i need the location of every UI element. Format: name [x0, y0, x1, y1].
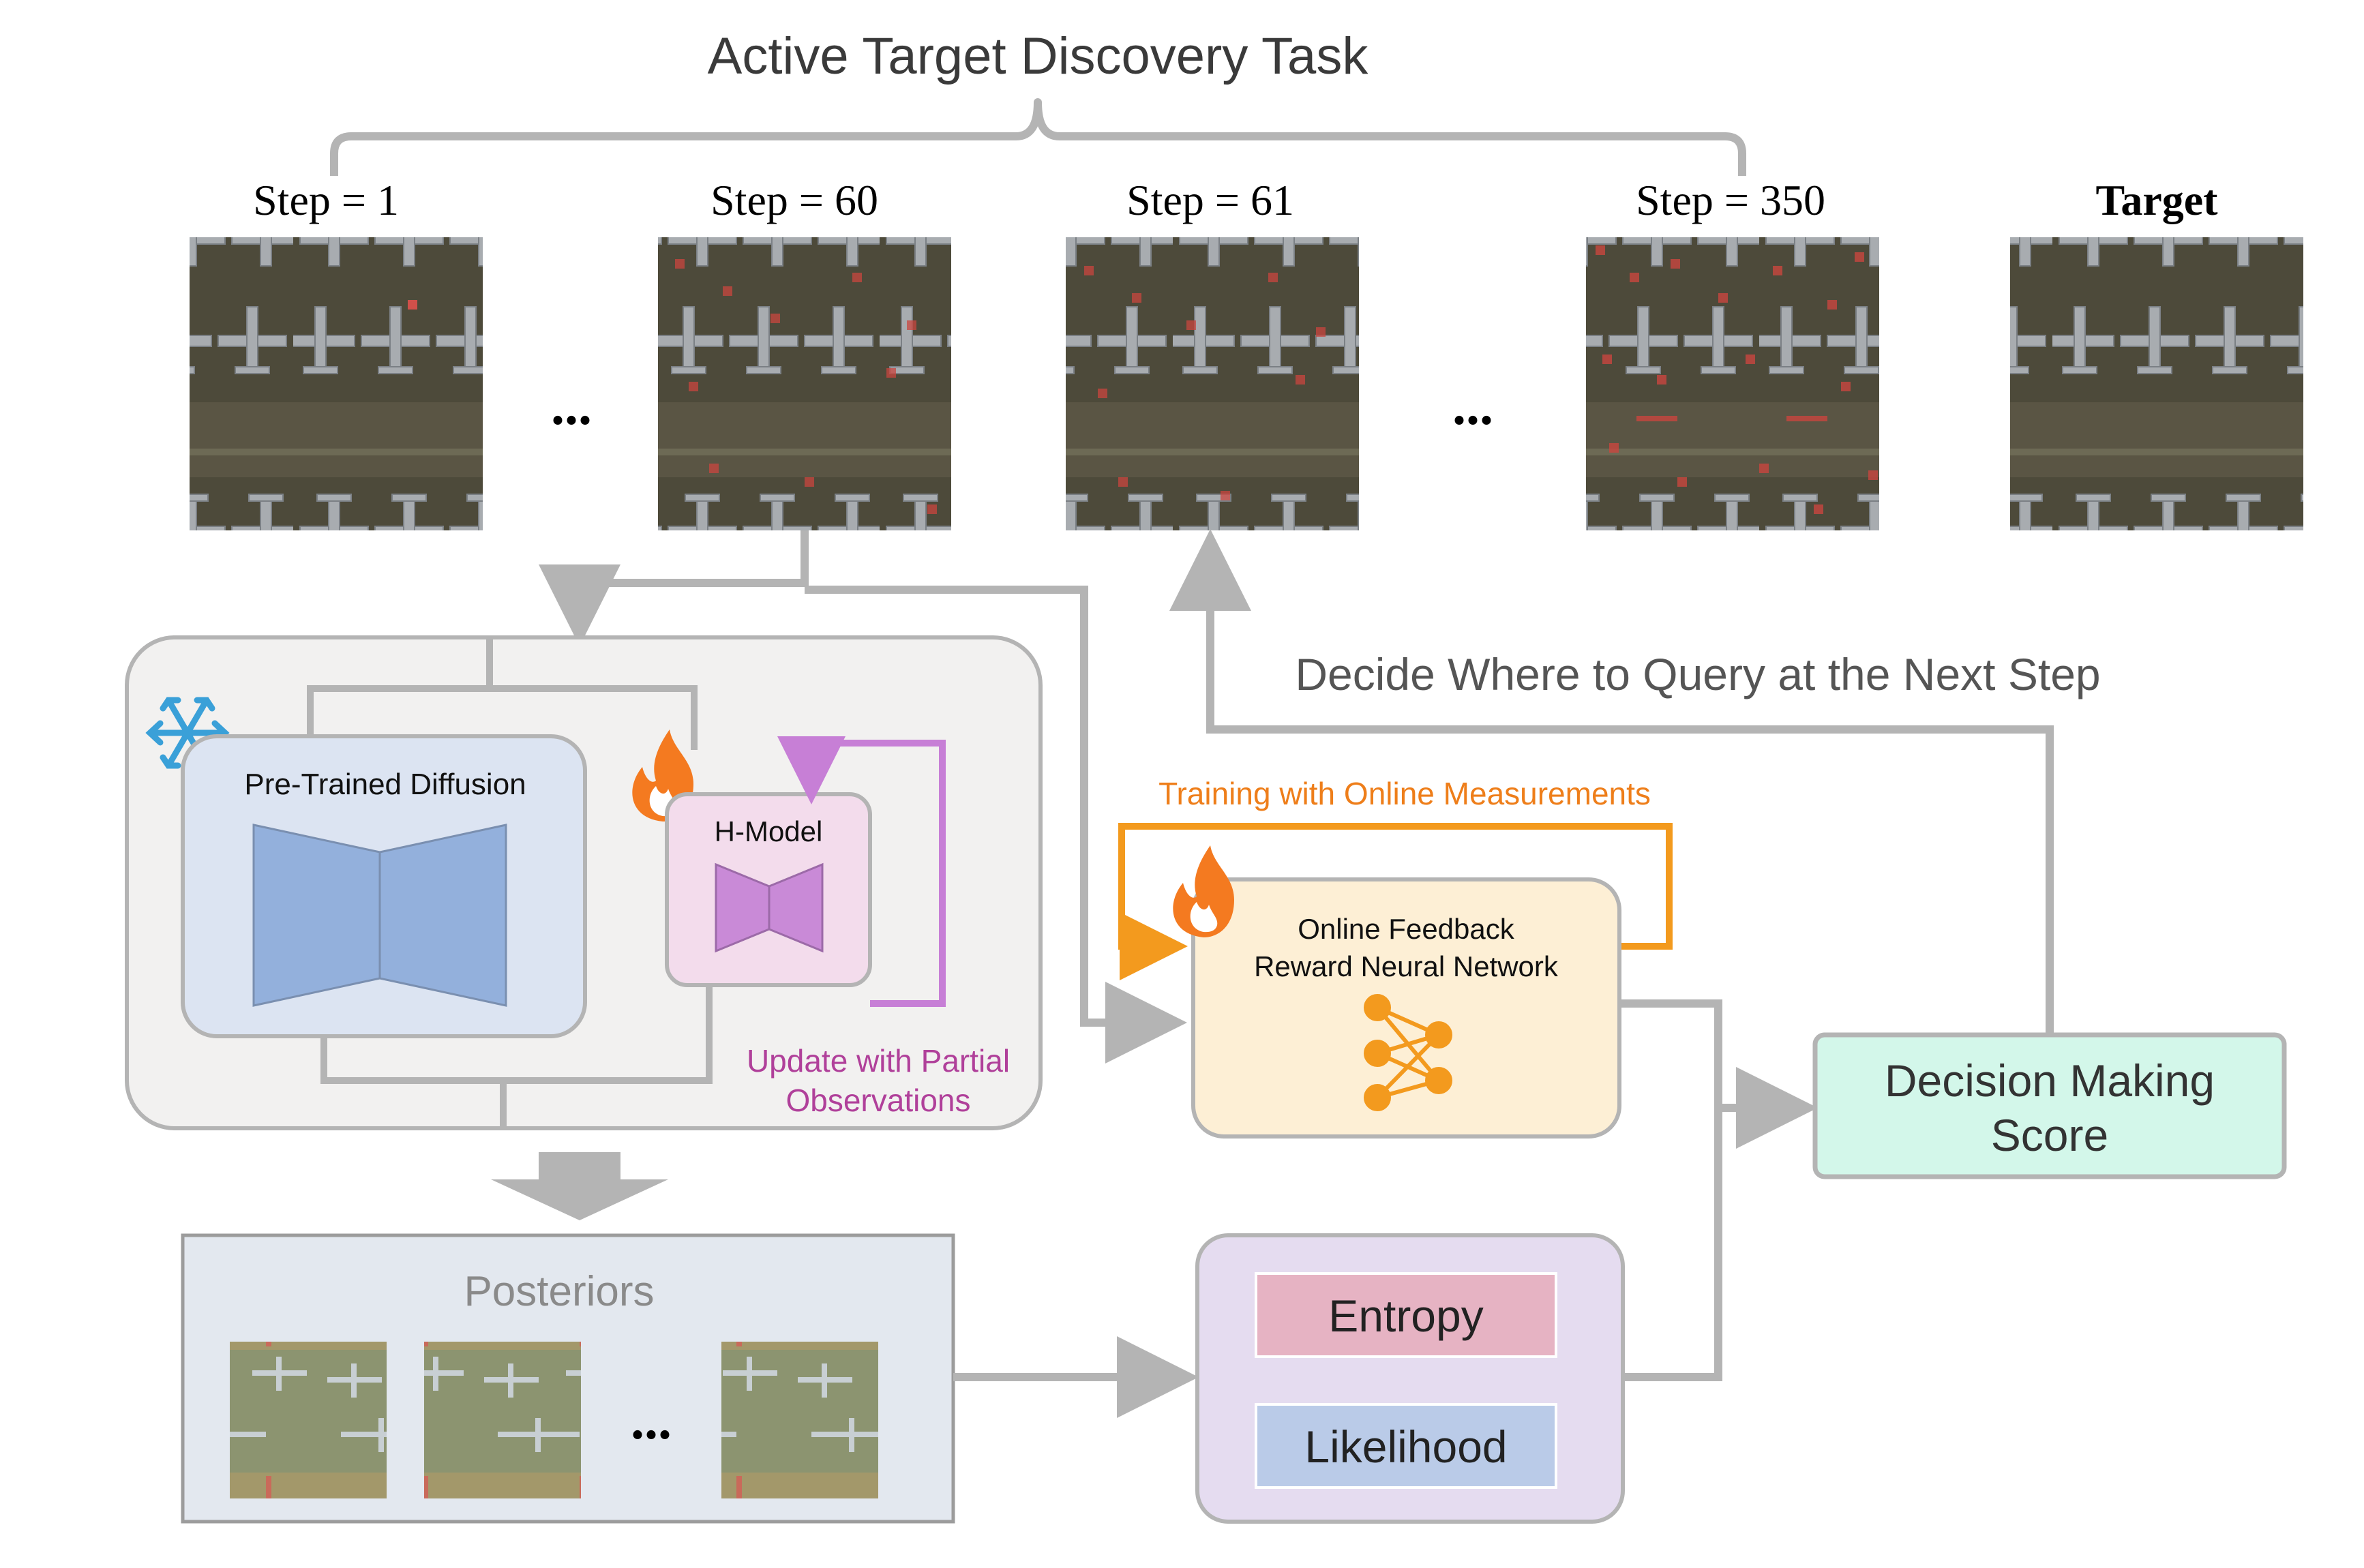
reward-box: [1191, 877, 1621, 1139]
posterior-image-3: [721, 1342, 878, 1498]
title-brace: [330, 98, 1746, 176]
step-image-350: [1586, 237, 1879, 530]
step-image-61: [1066, 237, 1359, 530]
posterior-image-1: [230, 1342, 387, 1498]
step-label-350: Step = 350: [1636, 176, 1825, 224]
posteriors-label: Posteriors: [464, 1268, 654, 1315]
update-label-line2: Observations: [785, 1083, 970, 1118]
query-feedback-arrow: [1169, 529, 2054, 1035]
flame-icon-reward: [1173, 845, 1234, 937]
down-arrow-posteriors: [491, 1152, 668, 1220]
model-internal-connectors: [307, 637, 713, 1128]
connector-step60-split: [539, 530, 1187, 1064]
step-label-1: Step = 1: [253, 176, 399, 224]
diffusion-label: Pre-Trained Diffusion: [244, 768, 526, 801]
ellipsis-posteriors: ...: [631, 1391, 672, 1451]
reward-label-line2: Reward Neural Network: [1254, 950, 1559, 982]
hmodel-label: H-Model: [715, 815, 823, 847]
likelihood-label: Likelihood: [1304, 1421, 1507, 1472]
step-label-60: Step = 60: [710, 176, 878, 224]
reward-label-line1: Online Feedback: [1298, 913, 1515, 945]
entropy-box: [1255, 1272, 1557, 1358]
likelihood-box: [1255, 1403, 1557, 1489]
neural-network-icon: [1364, 994, 1452, 1111]
step-label-61: Step = 61: [1126, 176, 1294, 224]
decision-label-line2: Score: [1991, 1110, 2108, 1160]
training-label: Training with Online Measurements: [1158, 776, 1651, 811]
hmodel-update-loop: [777, 736, 946, 1007]
decision-label-line1: Decision Making: [1885, 1055, 2215, 1106]
step-image-target: [2010, 237, 2303, 530]
step-image-1: [190, 237, 483, 530]
merge-connectors: [1619, 999, 1818, 1381]
step-label-target: Target: [2096, 176, 2219, 224]
entropy-label: Entropy: [1328, 1291, 1483, 1341]
training-loop: [1118, 823, 1673, 980]
posterior-image-2: [424, 1342, 581, 1498]
ellipsis-top-right: ...: [1452, 376, 1493, 436]
update-label-line1: Update with Partial: [747, 1043, 1010, 1079]
step-image-60: [658, 237, 951, 530]
ellipsis-top-left: ...: [551, 376, 592, 436]
decide-label: Decide Where to Query at the Next Step: [1295, 649, 2100, 699]
diagram-title: Active Target Discovery Task: [708, 27, 1369, 85]
